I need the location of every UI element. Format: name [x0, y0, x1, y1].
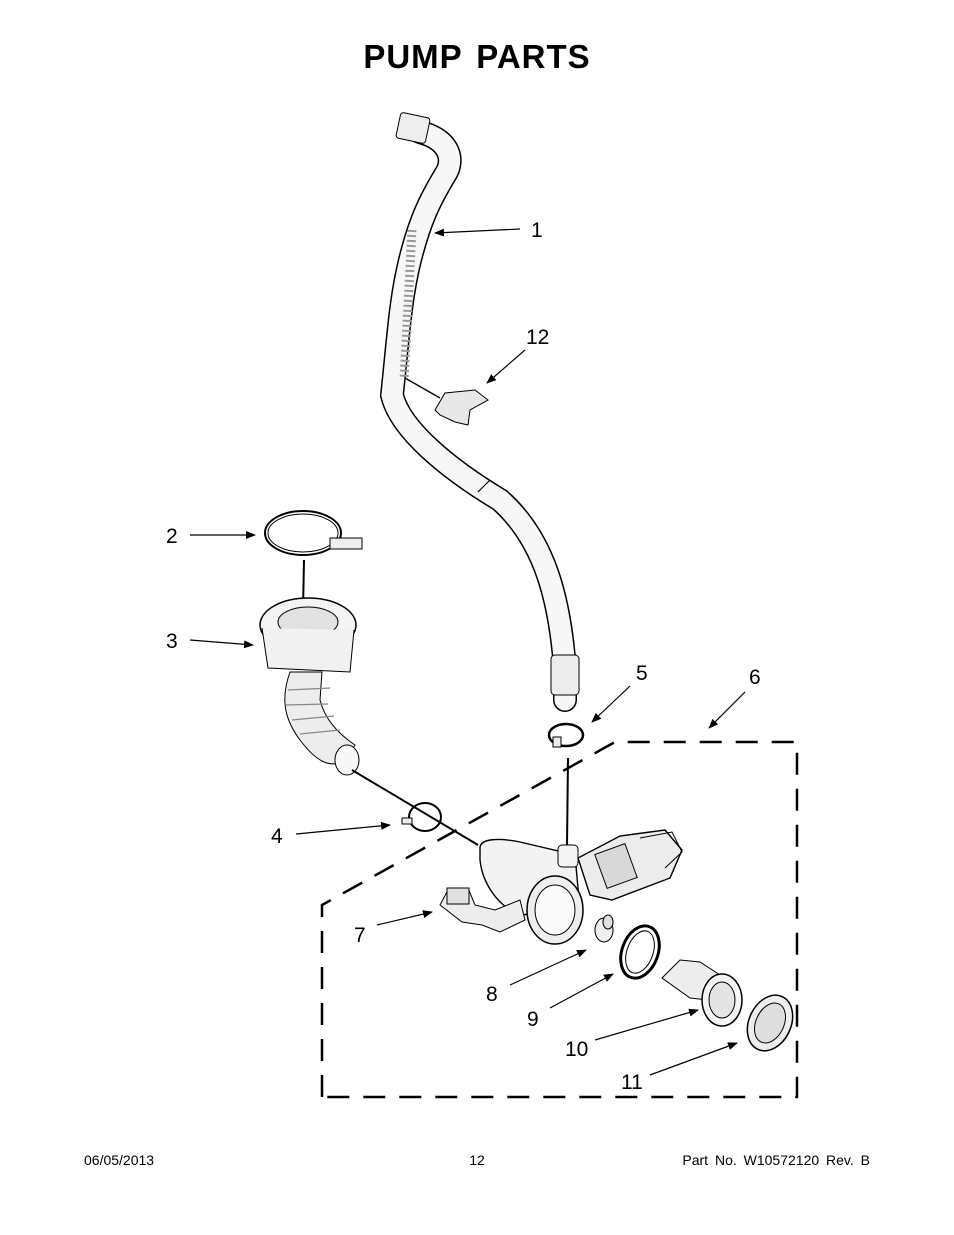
- coin-trap-filter-part: [594, 914, 614, 943]
- callout-6: 6: [749, 666, 761, 689]
- callout-5: 5: [636, 662, 648, 685]
- callout-10: 10: [565, 1038, 588, 1061]
- callout-11: 11: [621, 1071, 643, 1094]
- o-ring-part: [619, 924, 661, 980]
- callout-9: 9: [527, 1008, 539, 1031]
- pump-assembly-outline: [320, 740, 799, 1099]
- page-title: PUMP PARTS: [363, 38, 591, 75]
- footer-date: 06/05/2013: [84, 1152, 155, 1168]
- drain-pump-part: [479, 829, 683, 945]
- sump-hose-part: [259, 597, 479, 846]
- callout-1: 1: [531, 219, 543, 242]
- callout-12: 12: [526, 326, 549, 349]
- callout-2: 2: [166, 525, 178, 548]
- hose-clip-part: [404, 377, 489, 426]
- hose-clamp-part: [547, 722, 585, 846]
- callout-4: 4: [271, 825, 283, 848]
- drain-hose-part: [379, 112, 580, 712]
- tub-clamp-part: [264, 510, 363, 611]
- callout-leaders: [189, 228, 746, 1076]
- filter-cap-part: [746, 994, 794, 1052]
- footer-part-number: Part No. W10572120 Rev. B: [682, 1152, 870, 1168]
- footer-page-number: 12: [469, 1152, 485, 1168]
- pump-bracket-part: [439, 887, 526, 933]
- callout-8: 8: [486, 983, 498, 1006]
- callout-7: 7: [354, 924, 366, 947]
- filter-housing-part: [661, 959, 743, 1027]
- callout-3: 3: [166, 630, 178, 653]
- small-clamp-part: [401, 802, 442, 832]
